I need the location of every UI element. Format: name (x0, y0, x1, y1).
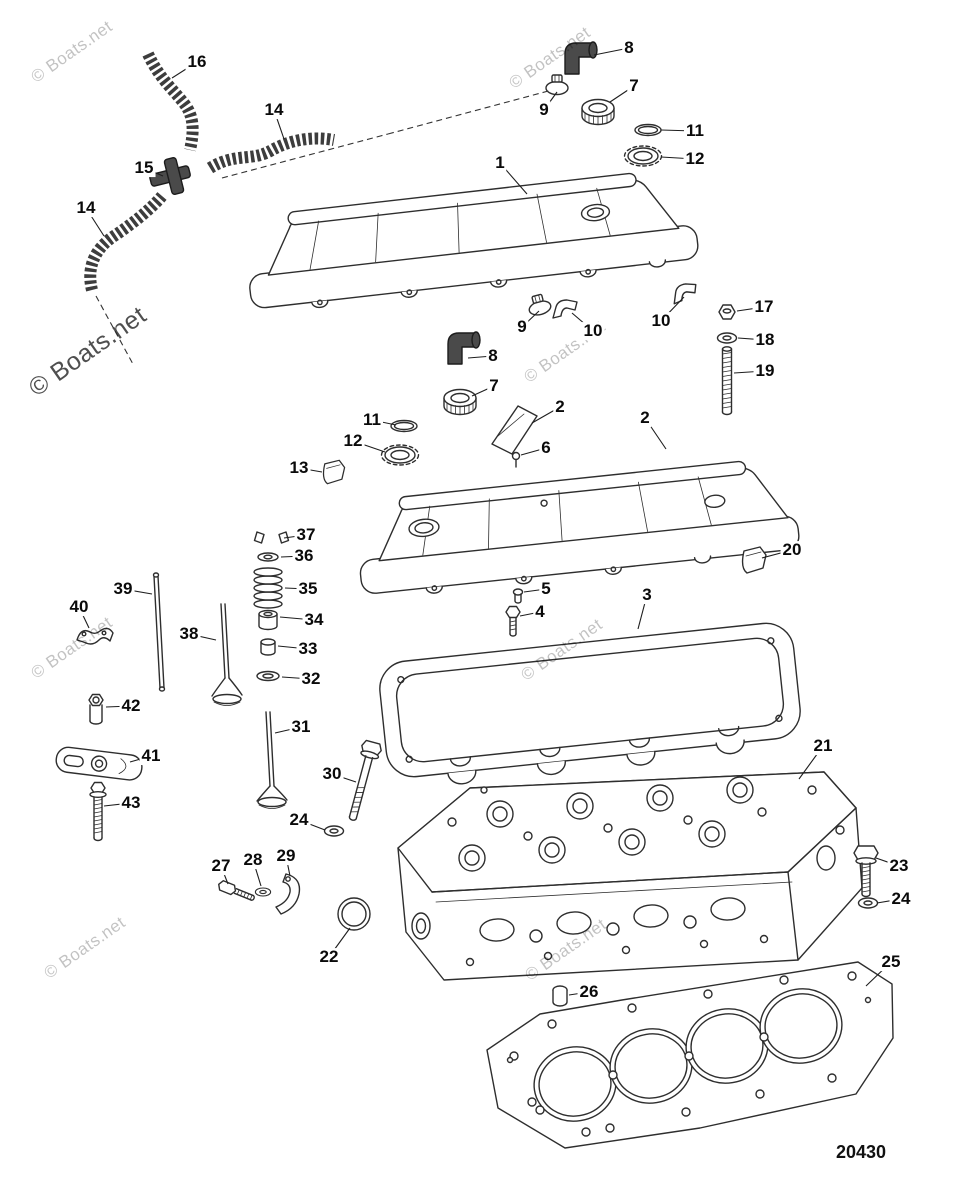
leader-line-2 (644, 417, 667, 450)
leader-line-34 (279, 616, 315, 621)
leader-line-11 (371, 419, 397, 426)
leader-line-33 (277, 645, 309, 650)
part-43-stud (89, 781, 107, 842)
part-42-pivot (88, 693, 104, 725)
leader-line-31 (274, 726, 302, 734)
part-35-valve-spring (253, 567, 283, 609)
part-27-bolt (218, 880, 255, 901)
part-38-valve (211, 603, 243, 706)
leader-line-22 (328, 927, 351, 958)
leader-line-15 (143, 167, 164, 177)
leader-line-8 (593, 47, 630, 56)
part-36-retainer (257, 552, 279, 562)
part-23-bolt (853, 845, 879, 898)
leader-line-35 (284, 587, 309, 590)
part-30-bolt (348, 739, 382, 821)
leader-line-16 (171, 61, 198, 79)
leader-line-43 (103, 802, 132, 807)
leader-line-27 (220, 865, 229, 885)
part-15-tee-fitting (149, 157, 191, 195)
leader-line-40 (78, 606, 90, 629)
part-34-seal (258, 609, 278, 631)
part-17-nut (718, 304, 736, 320)
leader-line-41 (129, 755, 152, 763)
part-33-seal (260, 638, 276, 656)
leader-line-4 (519, 611, 541, 617)
leader-line-2 (531, 406, 561, 424)
leader-line-13 (298, 467, 323, 473)
install-dash-line (95, 295, 135, 367)
part-22-oring (337, 897, 371, 931)
part-39-pushrod (152, 572, 166, 692)
leader-line-37 (283, 534, 307, 539)
part-29-bracket (275, 873, 301, 915)
leader-line-9 (543, 91, 558, 111)
leader-line-28 (252, 859, 262, 887)
leader-line-6 (520, 447, 547, 456)
leader-line-24 (298, 819, 326, 831)
install-dash-line (221, 133, 389, 179)
part-31-valve (256, 711, 288, 809)
leader-line-7 (609, 85, 635, 103)
leader-line-7 (471, 385, 495, 397)
part-14-hose-lower (84, 192, 167, 292)
leader-line-12 (352, 440, 386, 453)
part-16-hose (142, 51, 199, 152)
part-3-valve-cover-gasket (379, 622, 801, 785)
part-1-valve-cover (249, 172, 699, 309)
leader-line-14 (273, 109, 285, 140)
part-5-screw (512, 588, 524, 604)
leader-line-23 (875, 857, 900, 867)
leader-line-18 (737, 337, 766, 341)
leader-line-24 (876, 898, 902, 904)
leader-line-19 (733, 370, 766, 374)
part-6-screw (511, 451, 521, 468)
leader-line-39 (122, 588, 153, 595)
leader-line-10 (571, 312, 594, 332)
leader-line-42 (105, 705, 132, 708)
part-19-stud (721, 346, 733, 416)
leader-line-12 (660, 156, 696, 160)
leader-line-5 (523, 588, 547, 593)
leader-line-38 (188, 633, 217, 641)
leader-line-8 (467, 355, 494, 359)
part-21-cylinder-head (397, 771, 863, 981)
part-40-clip (76, 627, 114, 645)
leader-line-9 (521, 310, 540, 328)
part-41-rocker-arm (55, 746, 143, 781)
leader-line-25 (865, 961, 892, 987)
leader-line-1 (499, 162, 528, 195)
leader-line-20 (761, 549, 793, 559)
part-2-valve-cover (359, 460, 800, 594)
leader-line-26 (568, 991, 590, 996)
part-4-bolt (505, 605, 521, 637)
leader-line-11 (660, 129, 696, 132)
diagram-number: 20430 (836, 1142, 887, 1162)
leader-line-17 (736, 306, 765, 312)
leader-line-21 (798, 745, 824, 780)
part-2-baffle (491, 405, 538, 455)
leader-line-3 (637, 594, 648, 630)
part-32-washer (256, 670, 280, 682)
leader-line-14 (85, 207, 105, 237)
leader-line-30 (331, 773, 357, 783)
install-dash-line (387, 89, 553, 135)
part-25-head-gasket (486, 961, 894, 1149)
part-37-keepers (253, 531, 290, 544)
leader-line-36 (280, 555, 305, 558)
part-26-plug (552, 985, 568, 1007)
leader-line-32 (281, 676, 312, 680)
leader-line-10 (660, 296, 685, 322)
leader-line-29 (285, 855, 291, 877)
